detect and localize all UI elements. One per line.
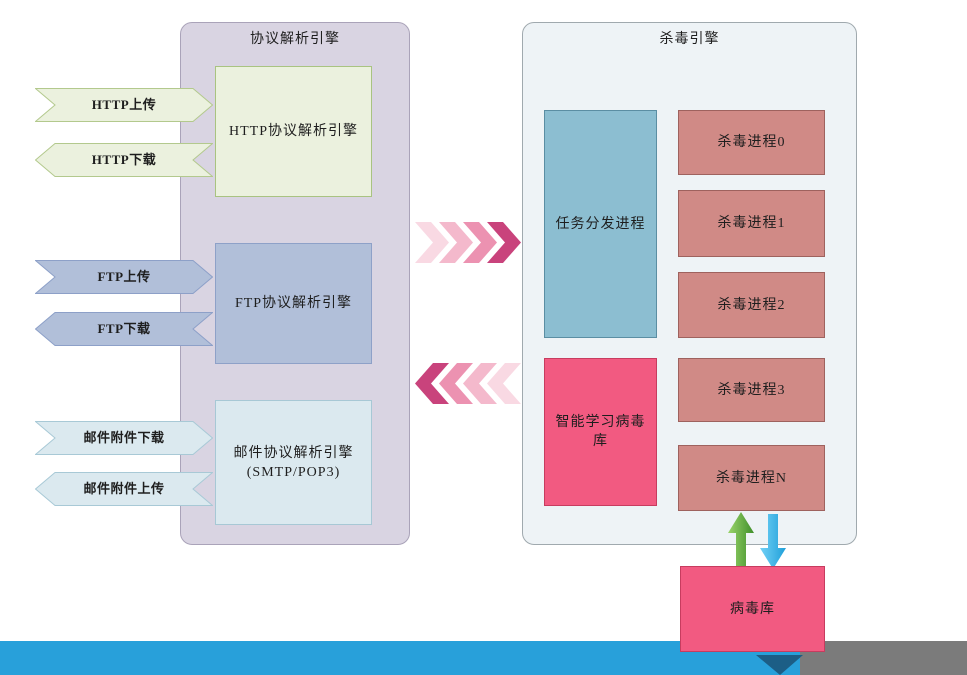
protocol-engine-title: 协议解析引擎 (250, 32, 340, 47)
antivirus-process-box: 杀毒进程3 (678, 358, 825, 422)
task-dispatcher-box: 任务分发进程 (544, 110, 657, 338)
footer-band-shadow (756, 655, 803, 675)
chevron (487, 222, 521, 263)
left-arrow-shape (35, 143, 213, 177)
http-download-label: HTTP下载 (91, 152, 157, 167)
download-down-arrow-icon (760, 514, 786, 569)
antivirus-engine-panel: 杀毒引擎 任务分发进程 智能学习病毒库 杀毒进程0 杀毒进程1 杀毒进程2 杀毒… (522, 22, 857, 545)
mail-attachment-upload-label: 邮件附件上传 (83, 481, 165, 496)
http-parser-box: HTTP协议解析引擎 (215, 66, 372, 197)
http-parser-label: HTTP协议解析引擎 (229, 124, 358, 139)
up-arrow-shape (728, 512, 754, 567)
mail-attachment-upload-arrow: 邮件附件上传 (35, 472, 213, 506)
task-dispatcher-label: 任务分发进程 (555, 216, 646, 232)
learning-virus-db-label: 智能学习病毒库 (555, 415, 646, 449)
http-upload-arrow: HTTP上传 (35, 88, 213, 122)
chevron (439, 363, 473, 404)
ftp-upload-arrow: FTP上传 (35, 260, 213, 294)
chevron (439, 222, 473, 263)
antivirus-engine-title: 杀毒引擎 (659, 32, 720, 47)
mail-parser-label: 邮件协议解析引擎 (233, 445, 354, 461)
virus-db-box: 病毒库 (680, 566, 825, 652)
http-upload-label: HTTP上传 (91, 97, 157, 112)
antivirus-process-box: 杀毒进程0 (678, 110, 825, 175)
protocol-engine-panel: 协议解析引擎 HTTP协议解析引擎 FTP协议解析引擎 邮件协议解析引擎 (SM… (180, 22, 410, 545)
ftp-download-label: FTP下载 (97, 321, 151, 336)
antivirus-process-label: 杀毒进程2 (717, 297, 786, 313)
antivirus-process-box: 杀毒进程N (678, 445, 825, 511)
learning-virus-db-box: 智能学习病毒库 (544, 358, 657, 506)
mail-parser-box: 邮件协议解析引擎 (SMTP/POP3) (215, 400, 372, 525)
antivirus-process-box: 杀毒进程1 (678, 190, 825, 257)
down-arrow-shape (760, 514, 786, 569)
right-arrow-shape (35, 88, 213, 122)
right-arrow-shape (35, 260, 213, 294)
chevron (463, 363, 497, 404)
chevron (415, 363, 449, 404)
antivirus-process-label: 杀毒进程1 (717, 216, 786, 231)
mail-attachment-download-label: 邮件附件下载 (83, 430, 165, 445)
right-arrow-shape (35, 421, 213, 455)
mail-attachment-download-arrow: 邮件附件下载 (35, 421, 213, 455)
antivirus-process-label: 杀毒进程0 (717, 135, 786, 150)
upload-up-arrow-icon (728, 512, 754, 567)
chevron (463, 222, 497, 263)
chevron (487, 363, 521, 404)
antivirus-process-box: 杀毒进程2 (678, 272, 825, 338)
http-download-arrow: HTTP下载 (35, 143, 213, 177)
ftp-upload-label: FTP上传 (97, 269, 151, 284)
ftp-parser-box: FTP协议解析引擎 (215, 243, 372, 364)
left-arrow-shape (35, 312, 213, 346)
mail-parser-protocols: (SMTP/POP3) (246, 464, 341, 480)
backward-flow-chevrons (415, 363, 521, 404)
footer-band-gray (800, 641, 967, 675)
ftp-parser-label: FTP协议解析引擎 (234, 296, 353, 311)
chevron (415, 222, 449, 263)
ftp-download-arrow: FTP下载 (35, 312, 213, 346)
left-arrow-shape (35, 472, 213, 506)
forward-flow-chevrons (415, 222, 521, 263)
virus-db-label: 病毒库 (730, 601, 775, 617)
antivirus-process-label: 杀毒进程3 (717, 382, 786, 398)
antivirus-process-label: 杀毒进程N (715, 470, 788, 486)
